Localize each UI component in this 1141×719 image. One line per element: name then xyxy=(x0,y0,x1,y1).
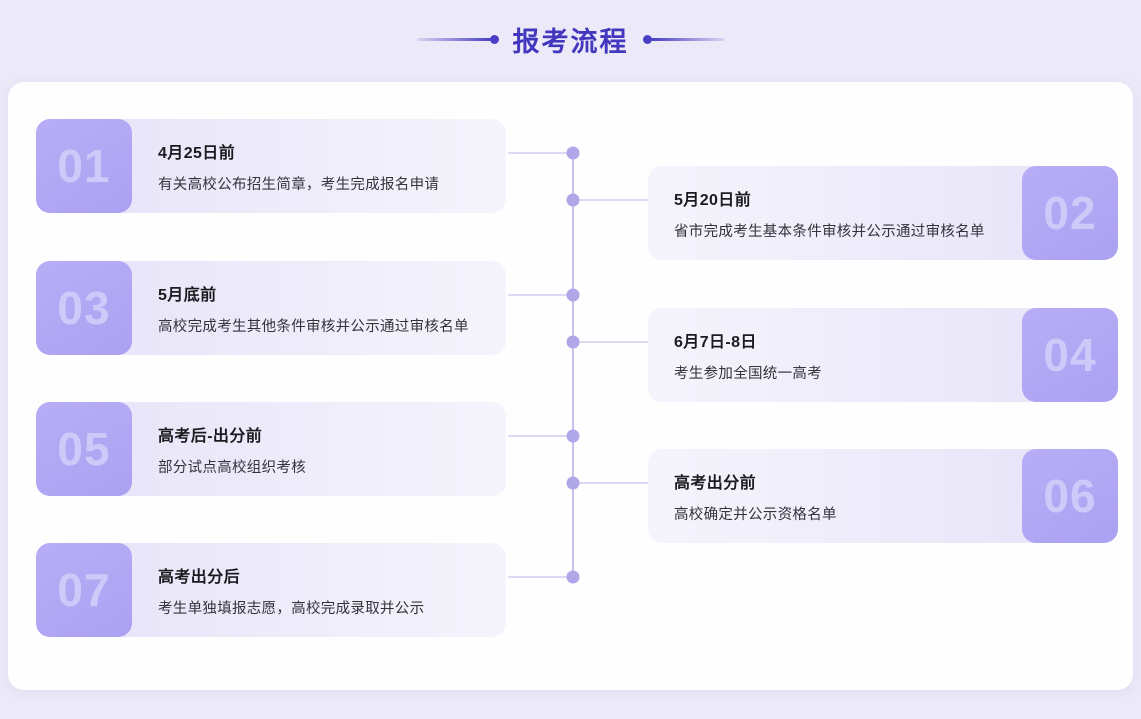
step-heading: 高考出分后 xyxy=(158,568,241,586)
timeline-node-dot xyxy=(566,476,580,490)
step-number-badge: 03 xyxy=(36,261,132,355)
step-heading: 5月底前 xyxy=(158,286,217,304)
page-header: 报考流程 xyxy=(0,0,1141,78)
step-description: 考生参加全国统一高考 xyxy=(674,365,822,382)
step-card-body: 6月7日-8日考生参加全国统一高考 xyxy=(648,308,1022,402)
timeline-branch-line xyxy=(508,152,573,154)
timeline-branch-line xyxy=(508,576,573,578)
step-card-body: 高考出分后考生单独填报志愿，高校完成录取并公示 xyxy=(132,543,506,637)
step-card-body: 5月底前高校完成考生其他条件审核并公示通过审核名单 xyxy=(132,261,506,355)
decoration-line-icon xyxy=(416,37,491,41)
step-description: 有关高校公布招生简章，考生完成报名申请 xyxy=(158,176,440,193)
step-heading: 高考后-出分前 xyxy=(158,427,263,445)
step-number-badge: 02 xyxy=(1022,166,1118,260)
timeline-node-dot xyxy=(566,288,580,302)
timeline-branch-line xyxy=(573,341,650,343)
title-decoration-right xyxy=(642,34,725,44)
decoration-dot-icon xyxy=(642,34,652,44)
timeline-node-dot xyxy=(566,570,580,584)
step-heading: 5月20日前 xyxy=(674,191,752,209)
timeline-node-dot xyxy=(566,146,580,160)
timeline-branch-line xyxy=(573,482,650,484)
timeline-node-dot xyxy=(566,193,580,207)
step-number-badge: 07 xyxy=(36,543,132,637)
step-heading: 6月7日-8日 xyxy=(674,333,757,351)
step-number-badge: 04 xyxy=(1022,308,1118,402)
step-number-badge: 05 xyxy=(36,402,132,496)
timeline-branch-line xyxy=(573,199,650,201)
timeline-node-dot xyxy=(566,429,580,443)
step-heading: 高考出分前 xyxy=(674,474,757,492)
step-description: 高校完成考生其他条件审核并公示通过审核名单 xyxy=(158,318,469,335)
step-description: 省市完成考生基本条件审核并公示通过审核名单 xyxy=(674,223,985,240)
timeline-spine xyxy=(572,153,574,578)
timeline-branch-line xyxy=(508,294,573,296)
step-card-body: 高考出分前高校确定并公示资格名单 xyxy=(648,449,1022,543)
decoration-dot-icon xyxy=(489,34,499,44)
title-decoration-left xyxy=(416,34,499,44)
step-description: 考生单独填报志愿，高校完成录取并公示 xyxy=(158,600,425,617)
step-card-body: 高考后-出分前部分试点高校组织考核 xyxy=(132,402,506,496)
step-number-badge: 01 xyxy=(36,119,132,213)
timeline-node-dot xyxy=(566,335,580,349)
step-card-body: 4月25日前有关高校公布招生简章，考生完成报名申请 xyxy=(132,119,506,213)
step-number-badge: 06 xyxy=(1022,449,1118,543)
timeline-branch-line xyxy=(508,435,573,437)
step-description: 高校确定并公示资格名单 xyxy=(674,506,837,523)
page-title: 报考流程 xyxy=(512,26,629,57)
step-heading: 4月25日前 xyxy=(158,144,236,162)
step-card-body: 5月20日前省市完成考生基本条件审核并公示通过审核名单 xyxy=(648,166,1022,260)
step-description: 部分试点高校组织考核 xyxy=(158,459,306,476)
decoration-line-icon xyxy=(650,37,725,41)
